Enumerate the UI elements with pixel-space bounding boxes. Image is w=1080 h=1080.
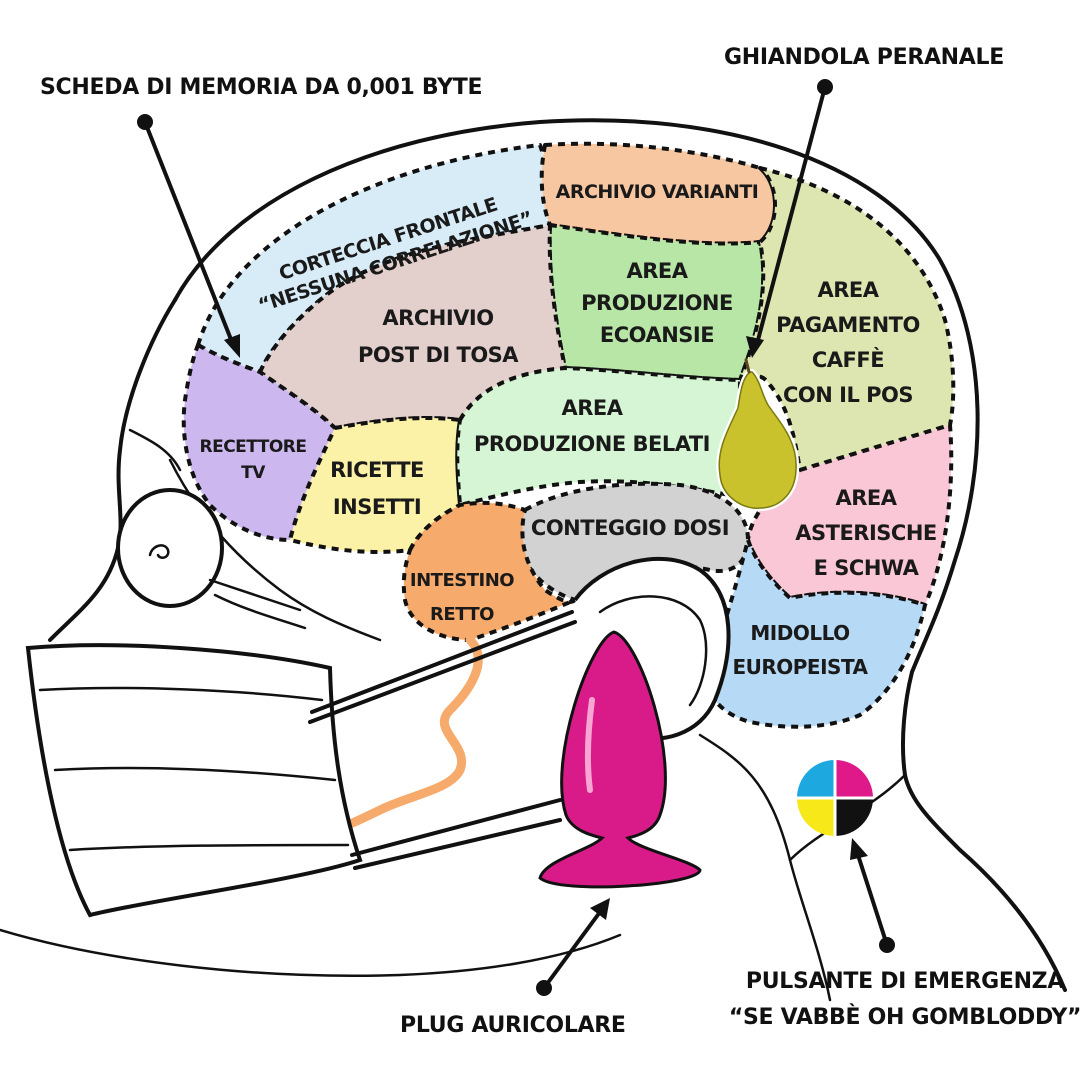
label-intestino-1: INTESTINO <box>410 570 514 591</box>
label-caffe-4: CON IL POS <box>783 383 913 407</box>
brain-regions <box>181 141 956 835</box>
label-belati-2: PRODUZIONE BELATI <box>474 432 710 456</box>
head-outline <box>48 118 1067 1002</box>
label-insetti-1: RICETTE <box>330 458 424 482</box>
region-asterische <box>746 423 954 607</box>
callout-plug-auricolare: PLUG AURICOLARE <box>400 1013 626 1038</box>
label-asterische-2: ASTERISCHE <box>795 521 937 545</box>
label-recettore-2: TV <box>241 463 266 483</box>
region-produzione-belati <box>455 366 742 507</box>
region-intestino <box>401 500 577 642</box>
label-midollo-1: MIDOLLO <box>750 621 849 645</box>
emergency-button-icon <box>797 760 873 836</box>
eye <box>116 488 307 630</box>
label-conteggio-dosi: CONTEGGIO DOSI <box>531 516 729 540</box>
label-intestino-2: RETTO <box>430 604 494 625</box>
label-ecoansie-1: AREA <box>626 259 688 283</box>
label-caffe-3: CAFFÈ <box>812 347 884 372</box>
label-asterische-1: AREA <box>835 486 897 510</box>
plug-shape <box>538 630 702 889</box>
callout-ghiandola-peranale: GHIANDOLA PERANALE <box>724 45 1004 70</box>
label-belati-1: AREA <box>561 396 623 420</box>
pear-shape <box>716 358 800 512</box>
callout-scheda-memoria: SCHEDA DI MEMORIA DA 0,001 BYTE <box>40 75 482 100</box>
label-archivio-varianti: ARCHIVIO VARIANTI <box>556 181 759 203</box>
label-ecoansie-2: PRODUZIONE <box>581 291 733 315</box>
callout-pulsante-2: “SE VABBÈ OH GOMBLODDY” <box>729 1004 1080 1030</box>
callout-pulsante-1: PULSANTE DI EMERGENZA <box>746 969 1064 994</box>
label-asterische-3: E SCHWA <box>814 556 920 580</box>
callout-labels: SCHEDA DI MEMORIA DA 0,001 BYTE GHIANDOL… <box>40 45 1080 1038</box>
label-recettore-1: RECETTORE <box>199 437 306 457</box>
callout-arrows <box>137 79 895 996</box>
region-recettore-tv <box>181 343 337 542</box>
duct-squiggle <box>333 635 483 835</box>
face-mask <box>0 610 622 978</box>
label-caffe-1: AREA <box>817 278 879 302</box>
label-insetti-2: INSETTI <box>333 495 421 519</box>
label-midollo-2: EUROPEISTA <box>732 655 868 679</box>
label-tosa-1: ARCHIVIO <box>382 306 493 330</box>
label-ecoansie-3: ECOANSIE <box>600 323 714 347</box>
label-tosa-2: POST DI TOSA <box>358 343 519 367</box>
label-caffe-2: PAGAMENTO <box>776 313 920 337</box>
